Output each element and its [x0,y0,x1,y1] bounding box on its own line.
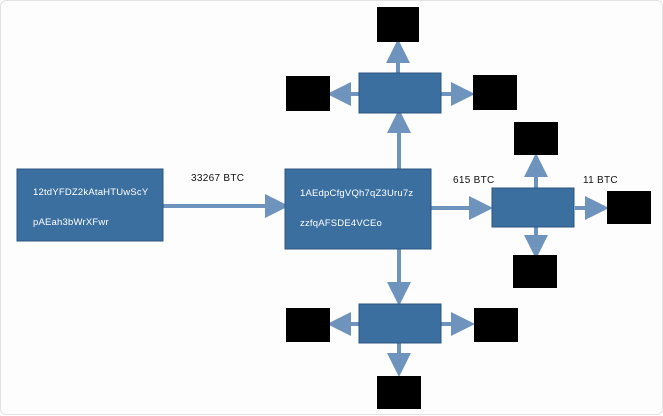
leaf-right-out [607,191,651,224]
bottom-node-box [358,303,442,344]
leaf-bottom-left [286,308,330,342]
leaf-bottom-down [377,376,421,409]
leaf-top-left [286,76,330,111]
leaf-right-down [513,255,557,288]
hub-address-line2: zzfqAFSDE4VCEo [300,218,382,229]
source-address-line2: pAEah3bWrXFwr [33,217,109,228]
top-node-box [358,72,442,114]
amount-source-to-hub: 33267 BTC [191,173,245,184]
hub-address-line1: 1AEdpCfgVQh7qZ3Uru7z [300,188,414,199]
leaf-top-up [377,7,419,42]
leaf-bottom-right [474,308,518,342]
leaf-right-up [514,122,558,155]
leaf-top-right [473,75,517,110]
hub-address-box [284,168,432,250]
amount-right-to-out: 11 BTC [583,175,618,186]
amount-hub-to-right: 615 BTC [453,175,495,186]
source-address-box [16,168,164,242]
source-address-line1: 12tdYFDZ2kAtaHTUwScY [33,187,149,198]
right-node-box [491,187,575,228]
